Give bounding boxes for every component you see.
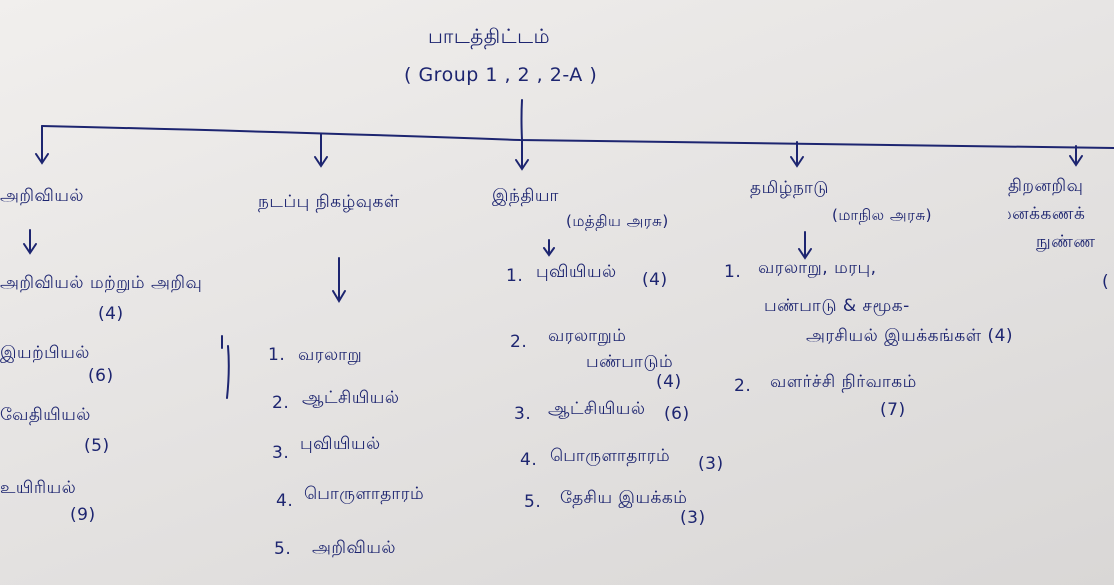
branch-5-heading: திறனறிவு — [1008, 176, 1084, 196]
branch-1-item-1: அறிவியல் மற்றும் அறிவு — [0, 273, 203, 293]
bracket-mark — [221, 335, 230, 399]
branch-4-item-2-num: 2. — [734, 376, 752, 396]
branch-4-item-1-num: 1. — [724, 262, 742, 282]
branch-3-note: (மத்திய அரசு) — [566, 212, 669, 230]
branch-5-heading-line3: நுண்ண — [1036, 232, 1096, 252]
arrow-b3-items — [543, 239, 555, 257]
diagram-title: பாடத்திட்டம் — [428, 24, 551, 48]
branch-3-item-2-num: 2. — [510, 332, 528, 352]
branch-4-note: (மாநில அரசு) — [832, 206, 932, 224]
arrow-b4-items — [798, 231, 812, 260]
branch-4-item-2-count: (7) — [880, 400, 906, 420]
title-connector — [520, 99, 523, 141]
branch-2-item-5: அறிவியல் — [312, 538, 397, 558]
arrow-b2-items — [332, 257, 346, 303]
branch-2-item-5-num: 5. — [274, 539, 292, 559]
branch-3-item-1-num: 1. — [506, 266, 524, 286]
branch-3-item-5-count: (3) — [680, 508, 706, 528]
main-branch-line — [41, 125, 1114, 149]
branch-3-item-2-count: (4) — [656, 372, 682, 392]
arrow-b1 — [35, 125, 49, 165]
branch-3-item-5: தேசிய இயக்கம் — [560, 488, 688, 508]
branch-2-item-1: வரலாறு — [298, 345, 363, 365]
branch-2-item-3: புவியியல் — [300, 434, 381, 454]
branch-4-item-2: வளர்ச்சி நிர்வாகம் — [770, 372, 917, 392]
branch-4-item-1: வரலாறு, மரபு, — [758, 258, 877, 278]
branch-3-item-5-num: 5. — [524, 492, 542, 512]
branch-4-item-1-line2: பண்பாடு & சமூக- — [764, 296, 910, 316]
branch-3-item-1: புவியியல் — [536, 262, 617, 282]
branch-1-item-3: வேதியியல் — [0, 405, 91, 425]
branch-3-item-4: பொருளாதாரம் — [550, 446, 671, 466]
branch-3-item-3-count: (6) — [664, 404, 690, 424]
branch-1-item-1-count: (4) — [98, 304, 124, 324]
branch-5-heading-line2: மனக்கணக் — [1008, 204, 1086, 224]
arrow-b1-items — [23, 229, 37, 255]
branch-2-item-1-num: 1. — [268, 345, 286, 365]
branch-3-item-2: வரலாறும் — [548, 326, 627, 346]
branch-2-heading: நடப்பு நிகழ்வுகள் — [258, 192, 400, 212]
branch-1-item-2: இயற்பியல் — [0, 343, 90, 363]
arrow-b5 — [1069, 145, 1083, 167]
arrow-b3 — [515, 139, 529, 171]
arrow-b2 — [314, 133, 328, 168]
branch-3-heading: இந்தியா — [492, 186, 559, 206]
branch-4-heading: தமிழ்நாடு — [750, 178, 829, 198]
branch-1-item-3-count: (5) — [84, 436, 110, 456]
branch-3-item-2-line2: பண்பாடும் — [586, 352, 674, 372]
branch-2-item-4: பொருளாதாரம் — [304, 484, 425, 504]
branch-3-item-3-num: 3. — [514, 404, 532, 424]
branch-5-clip: திறனறிவு மனக்கணக் நுண்ண ( — [1008, 176, 1114, 476]
branch-1-heading: அறிவியல் — [0, 186, 85, 206]
arrow-b4 — [790, 141, 804, 168]
branch-3-item-1-count: (4) — [642, 270, 668, 290]
diagram-subtitle: ( Group 1 , 2 , 2-A ) — [404, 64, 598, 86]
branch-2-item-3-num: 3. — [272, 443, 290, 463]
branch-1-item-2-count: (6) — [88, 366, 114, 386]
branch-5-mark: ( — [1102, 272, 1110, 292]
branch-3-item-3: ஆட்சியியல் — [548, 399, 646, 419]
branch-3-item-4-count: (3) — [698, 454, 724, 474]
branch-1-item-4: உயிரியல் — [0, 478, 77, 498]
branch-2-item-2-num: 2. — [272, 393, 290, 413]
branch-2-item-4-num: 4. — [276, 491, 294, 511]
branch-3-item-4-num: 4. — [520, 450, 538, 470]
branch-4-item-1-line3: அரசியல் இயக்கங்கள் (4) — [806, 326, 1014, 346]
branch-2-item-2: ஆட்சியியல் — [302, 388, 400, 408]
branch-1-item-4-count: (9) — [70, 505, 96, 525]
